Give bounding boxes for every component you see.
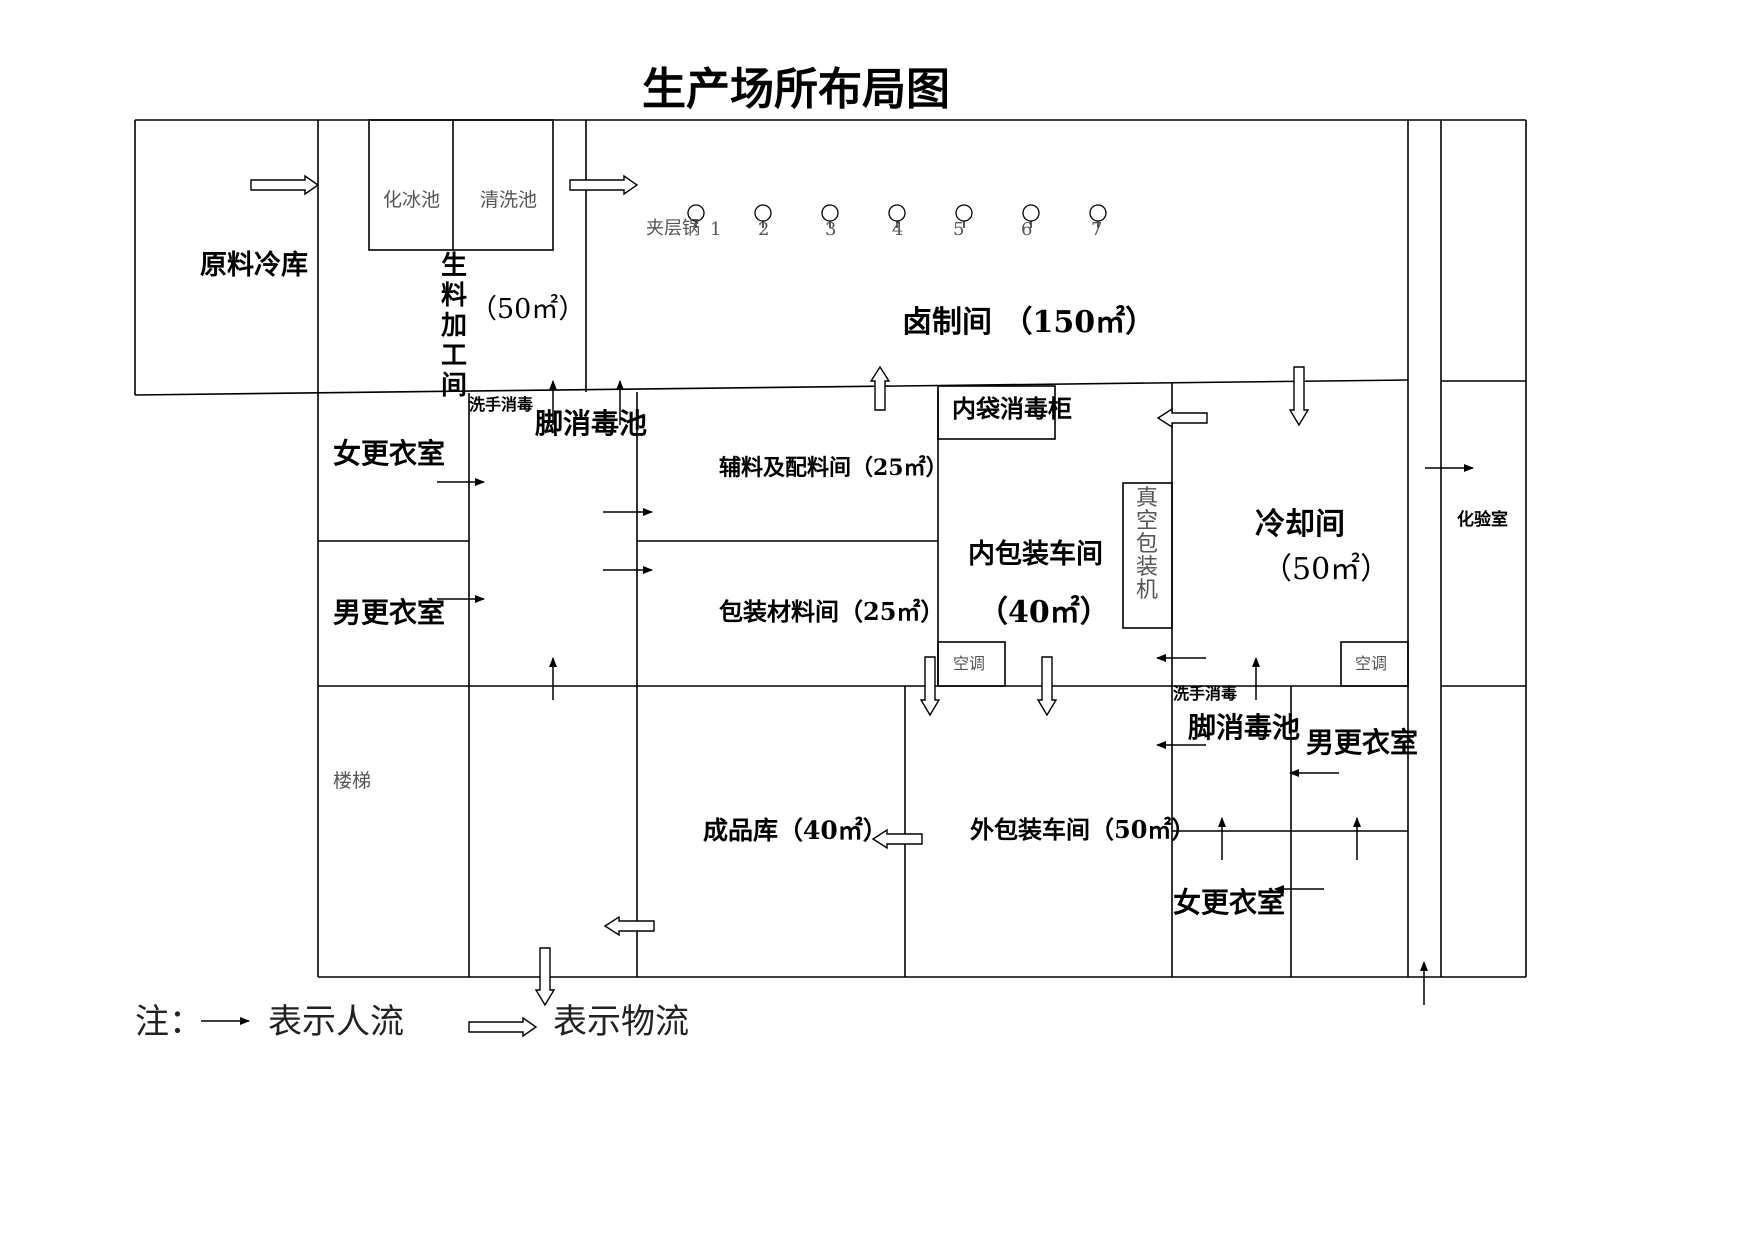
diagram-title: 生产场所布局图 (642, 64, 950, 115)
legend-people-flow-label: 表示人流 (268, 1002, 404, 1042)
male-locker-room-label: 男更衣室 (333, 596, 446, 629)
walls (134, 119, 1527, 978)
kettle-number: 6 (1021, 219, 1033, 240)
cooling-area-label: （50㎡） (1262, 552, 1391, 587)
hand-disinfection-label: 洗手消毒 (469, 395, 534, 414)
lab-label: 化验室 (1457, 510, 1508, 530)
raw-cold-storage-label: 原料冷库 (200, 250, 308, 281)
packaging-material-room-label: 包装材料间（25㎡） (719, 597, 945, 626)
male-locker-room-label: 男更衣室 (1306, 726, 1419, 759)
female-locker-room-label: 女更衣室 (1173, 886, 1286, 919)
kettle-number: 7 (1091, 219, 1103, 240)
auxiliary-ingredients-room-label: 辅料及配料间（25㎡） (719, 455, 948, 481)
kettle-number: 2 (758, 219, 770, 240)
hand-disinfection-label: 洗手消毒 (1173, 684, 1238, 703)
female-locker-room-label: 女更衣室 (333, 437, 446, 470)
people-flow-arrows (201, 380, 1474, 1025)
raw-processing-room-label: 生 料 加 工 间 (440, 251, 467, 401)
marinating-room-label: 卤制间 （150㎡） (902, 305, 1156, 340)
kettle-number: 1 (710, 219, 722, 240)
foot-disinfection-pool-label: 脚消毒池 (535, 407, 648, 440)
thaw-pool-label: 化冰池 (383, 189, 441, 211)
kettle-circles (687, 204, 1107, 228)
legend-material-flow-label: 表示物流 (553, 1002, 689, 1042)
air-conditioner-label: 空调 (1355, 654, 1388, 673)
foot-disinfection-pool-label: 脚消毒池 (1188, 711, 1301, 744)
finished-goods-storage-label: 成品库（40㎡） (703, 816, 888, 845)
inner-packing-room-label: 内包装车间 (968, 539, 1103, 570)
wash-pool-label: 清洗池 (480, 189, 538, 211)
material-flow-arrows (250, 174, 1310, 1038)
kettle-number: 5 (953, 219, 965, 240)
legend-prefix: 注： (135, 1002, 203, 1042)
inner-bag-disinfection-cabinet-label: 内袋消毒柜 (952, 394, 1072, 423)
raw-processing-area-label: （50㎡） (470, 294, 586, 325)
outer-packing-room-label: 外包装车间（50㎡） (970, 815, 1196, 844)
kettle-number: 3 (825, 219, 837, 240)
kettle-label: 夹层锅 (646, 218, 700, 239)
air-conditioner-label: 空调 (953, 654, 986, 673)
cooling-room-label: 冷却间 (1255, 507, 1345, 542)
stairs-label: 楼梯 (333, 770, 372, 792)
vacuum-packer-label: 真 空 包 装 机 (1135, 486, 1158, 604)
kettle-number: 4 (892, 219, 904, 240)
inner-packing-area-label: （40㎡） (978, 595, 1110, 630)
